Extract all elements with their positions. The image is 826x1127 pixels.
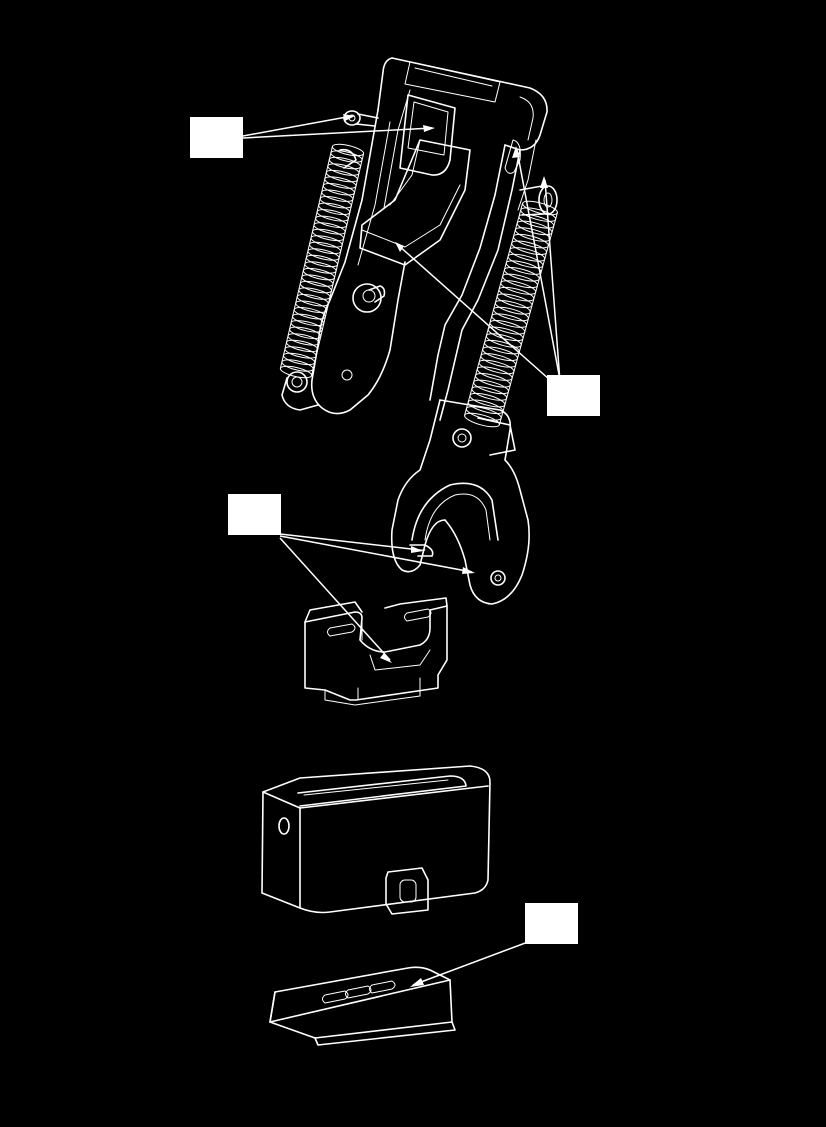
callout-box-3 — [228, 494, 281, 535]
clevis-arm — [390, 399, 530, 605]
hinge-frame-assembly — [310, 57, 558, 421]
rectangular-housing — [261, 765, 491, 915]
insert-plate — [269, 966, 456, 1046]
callout-box-4 — [525, 903, 578, 944]
callout-box-2 — [547, 375, 600, 416]
callout-leaders — [242, 115, 561, 986]
left-spring-hook — [281, 148, 357, 411]
right-spring — [464, 200, 558, 428]
arrowheads — [343, 114, 548, 987]
left-spring — [279, 143, 365, 379]
callout-box-1 — [190, 117, 243, 158]
u-bracket-saddle — [304, 597, 448, 706]
